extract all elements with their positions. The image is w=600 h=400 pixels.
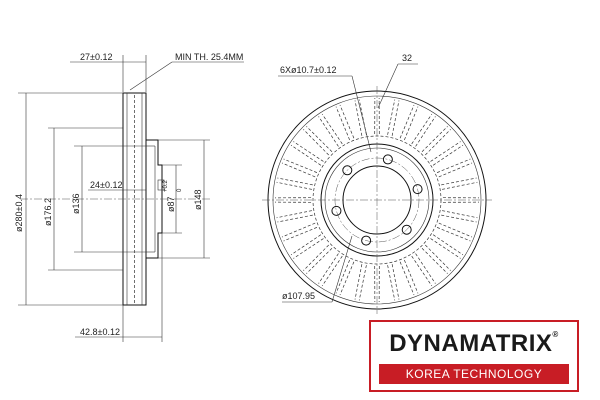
- vane-line: [276, 210, 312, 219]
- vane-line: [318, 253, 339, 284]
- stud-hole: [361, 235, 372, 246]
- vane-line: [399, 261, 415, 296]
- vane-line: [425, 244, 451, 271]
- dim-pcd: ø107.95: [282, 291, 315, 301]
- stud-hole: [401, 224, 412, 235]
- vane-line: [438, 222, 473, 238]
- dim-min-thickness: MIN TH. 25.4MM: [175, 52, 243, 62]
- vane-line: [442, 210, 478, 219]
- side-view: 27±0.12 MIN TH. 25.4MM ø280±0.4 ø176.2 ø…: [14, 52, 244, 342]
- vane-line: [306, 126, 333, 152]
- front-view: 6Xø10.7±0.12 32 ø107.95: [262, 53, 492, 314]
- vane-line: [430, 141, 461, 162]
- dim-outer-diameter: ø280±0.4: [14, 194, 24, 232]
- brand-name: DYNAMATRIX®: [389, 330, 559, 357]
- vane-line: [404, 259, 419, 294]
- dim-bore-tol-upper: +0.2: [163, 179, 169, 192]
- dim-diameter-136: ø136: [71, 193, 81, 214]
- vane-line: [441, 177, 477, 186]
- brand-tagline: KOREA TECHNOLOGY: [379, 364, 569, 384]
- vane-line: [415, 253, 436, 284]
- vane-line: [321, 255, 343, 287]
- vane-line: [421, 248, 448, 274]
- vane-line: [277, 177, 313, 186]
- dim-bore: ø87: [166, 196, 176, 212]
- dim-diameter-148: ø148: [193, 189, 203, 210]
- dim-top-width: 27±0.12: [80, 52, 112, 62]
- vane-line: [281, 162, 316, 178]
- vane-line: [425, 129, 451, 156]
- vane-line: [411, 113, 433, 145]
- stud-hole: [382, 154, 393, 165]
- vane-line: [442, 181, 478, 190]
- vane-line: [335, 106, 350, 141]
- dim-total-height: 42.8±0.12: [80, 327, 120, 337]
- vane-line: [391, 100, 400, 136]
- dim-diameter-176: ø176.2: [43, 198, 53, 226]
- vane-line: [411, 255, 433, 287]
- vane-line: [293, 238, 324, 259]
- vane-line: [290, 234, 322, 256]
- vane-line: [321, 113, 343, 145]
- vane-line: [432, 144, 464, 166]
- vane-line: [430, 238, 461, 259]
- vane-line: [276, 181, 312, 190]
- vane-line: [335, 259, 350, 294]
- vane-line: [281, 222, 316, 238]
- cooling-vanes: [275, 98, 479, 302]
- stud-hole: [412, 184, 423, 195]
- stud-holes: [331, 154, 423, 246]
- vane-line: [283, 158, 318, 173]
- vane-line: [339, 104, 355, 139]
- vane-line: [441, 214, 477, 223]
- vane-line: [432, 234, 464, 256]
- brand-logo: DYNAMATRIX® KOREA TECHNOLOGY: [369, 320, 579, 392]
- dim-offset: 24±0.12: [90, 180, 122, 190]
- vane-line: [391, 264, 400, 300]
- vane-line: [283, 227, 318, 242]
- vane-line: [436, 158, 471, 173]
- stud-hole: [331, 205, 342, 216]
- vane-line: [436, 227, 471, 242]
- vane-line: [306, 248, 333, 274]
- vane-line: [354, 100, 363, 136]
- vane-line: [438, 162, 473, 178]
- vane-line: [404, 106, 419, 141]
- vane-line: [399, 104, 415, 139]
- vane-line: [387, 265, 396, 301]
- vane-line: [358, 265, 367, 301]
- registered-mark: ®: [552, 330, 559, 339]
- dim-holes: 6Xø10.7±0.12: [280, 65, 336, 75]
- vane-line: [421, 126, 448, 152]
- vane-line: [293, 141, 324, 162]
- vane-line: [339, 261, 355, 296]
- vane-line: [318, 116, 339, 147]
- vane-line: [415, 116, 436, 147]
- stud-hole: [342, 165, 353, 176]
- vane-line: [387, 99, 396, 135]
- dim-bore-tol-lower: 0: [177, 188, 183, 192]
- vane-line: [303, 129, 329, 156]
- vane-line: [290, 144, 322, 166]
- dim-vanes: 32: [402, 53, 412, 63]
- vane-line: [354, 264, 363, 300]
- vane-line: [277, 214, 313, 223]
- vane-line: [303, 244, 329, 271]
